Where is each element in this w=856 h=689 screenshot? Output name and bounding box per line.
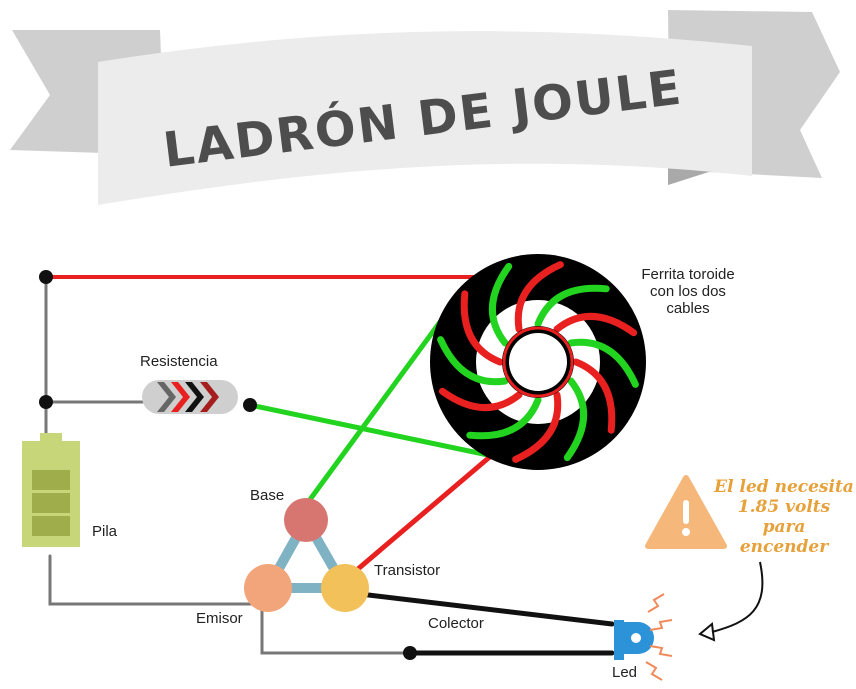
battery-label: Pila bbox=[92, 523, 118, 540]
coil-wire-base bbox=[303, 319, 443, 508]
warning-arrow bbox=[711, 561, 764, 633]
coil-wire-resistor bbox=[247, 402, 491, 458]
warning-text-line: 1.85 volts para bbox=[737, 497, 831, 537]
coil-winding bbox=[466, 396, 542, 440]
ferrite-label-line: con los dos bbox=[650, 283, 726, 300]
transistor-label: Transistor bbox=[374, 562, 441, 579]
collector-node bbox=[321, 564, 369, 612]
base-node bbox=[284, 498, 328, 542]
ferrite-label-line: Ferrita toroide bbox=[641, 266, 735, 283]
wires bbox=[44, 275, 615, 656]
warning-text-line: El led necesita bbox=[714, 477, 854, 497]
base-label: Base bbox=[250, 487, 285, 504]
coil-wire-collector bbox=[342, 452, 495, 583]
ground-wire bbox=[48, 554, 264, 606]
transistor bbox=[244, 498, 369, 612]
coil-winding bbox=[553, 312, 638, 337]
emitter-label: Emisor bbox=[196, 610, 243, 627]
coil-winding bbox=[534, 284, 610, 328]
arrow-head-icon bbox=[698, 622, 716, 642]
coil-winding bbox=[438, 387, 523, 412]
resistor bbox=[142, 380, 238, 414]
coil-winding bbox=[512, 391, 562, 463]
resistor-label: Resistencia bbox=[140, 353, 218, 370]
collector-wire bbox=[357, 591, 615, 627]
warning-text: El led necesita 1.85 volts para encender bbox=[714, 477, 854, 557]
warning-text-line: encender bbox=[739, 537, 829, 557]
ferrite-label: Ferrita toroide con los dos cables bbox=[628, 266, 748, 317]
junction-dot bbox=[39, 270, 53, 284]
title-banner: LADRÓN DE JOULE bbox=[10, 10, 840, 206]
coil-winding bbox=[488, 262, 513, 347]
junction-dot bbox=[243, 398, 257, 412]
collector-label: Colector bbox=[428, 615, 484, 632]
emitter-ground-wire bbox=[260, 602, 407, 655]
ferrite-label-line: cables bbox=[666, 300, 710, 317]
emitter-node bbox=[244, 564, 292, 612]
coil-winding bbox=[437, 336, 509, 386]
battery bbox=[22, 433, 80, 547]
warning-triangle-icon bbox=[645, 475, 727, 549]
coil-winding bbox=[567, 338, 639, 388]
led-light-rays bbox=[645, 593, 673, 681]
led-label: Led bbox=[612, 664, 638, 681]
coil-winding bbox=[572, 358, 616, 434]
led bbox=[614, 593, 673, 681]
junction-dot bbox=[403, 646, 417, 660]
coil-winding bbox=[514, 261, 564, 333]
ferrite-toroid bbox=[430, 254, 646, 470]
junction-dot bbox=[39, 395, 53, 409]
coil-winding bbox=[460, 290, 504, 366]
coil-winding bbox=[563, 377, 588, 462]
